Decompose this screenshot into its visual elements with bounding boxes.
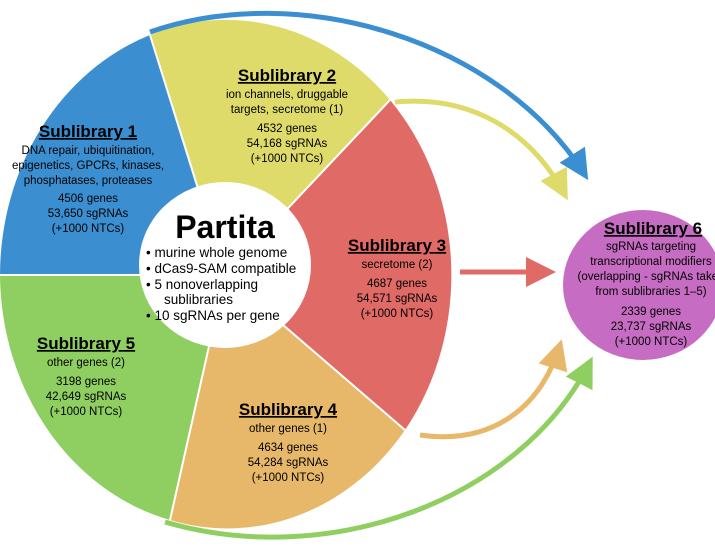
arrow-sublibrary-2-to-6 xyxy=(394,98,568,201)
sublibrary-5-title: Sublibrary 5 xyxy=(37,334,135,353)
sublibrary-6-desc-line: from sublibraries 1–5) xyxy=(595,286,706,298)
arrow-sublibrary-4-to-6 xyxy=(419,339,568,440)
sublibrary-3-ntcs: (+1000 NTCs) xyxy=(361,308,434,320)
center-bullet: • 5 nonoverlapping xyxy=(146,277,258,292)
sublibrary-1-title: Sublibrary 1 xyxy=(39,122,137,141)
sublibrary-4-title: Sublibrary 4 xyxy=(239,400,338,419)
sublibrary-1-desc-line: epigenetics, GPCRs, kinases, xyxy=(12,160,164,172)
center-circle xyxy=(139,182,311,348)
sublibrary-6-sgrnas: 23,737 sgRNAs xyxy=(611,321,692,333)
sublibrary-5-wedge xyxy=(0,275,225,520)
sublibrary-6-desc-line: sgRNAs targeting xyxy=(606,241,696,253)
sublibrary-3-label-group: Sublibrary 3 secretome (2) 4687 genes 54… xyxy=(348,236,446,320)
sublibrary-2-label-group: Sublibrary 2 ion channels, druggable tar… xyxy=(226,66,348,165)
sublibrary-6-desc-line: transcriptional modifiers xyxy=(590,256,712,268)
sublibrary-1-ntcs: (+1000 NTCs) xyxy=(52,223,125,235)
sublibrary-2-desc-line: ion channels, druggable xyxy=(226,89,348,101)
sublibrary-1-sgrnas: 53,650 sgRNAs xyxy=(48,208,129,220)
sublibrary-1-desc-line: phosphatases, proteases xyxy=(24,175,153,187)
sublibrary-6-ntcs: (+1000 NTCs) xyxy=(615,336,688,348)
sublibrary-4-desc-line: other genes (1) xyxy=(249,423,327,435)
sublibrary-6-circle xyxy=(563,210,715,360)
center-label-group: Partita • murine whole genome • dCas9-SA… xyxy=(146,209,296,323)
sublibrary-3-title: Sublibrary 3 xyxy=(348,236,446,255)
sublibrary-4-label-group: Sublibrary 4 other genes (1) 4634 genes … xyxy=(239,400,338,484)
sublibrary-3-sgrnas: 54,571 sgRNAs xyxy=(357,293,438,305)
sublibrary-5-sgrnas: 42,649 sgRNAs xyxy=(46,391,127,403)
sublibrary-3-desc-line: secretome (2) xyxy=(362,259,433,271)
sublibrary-2-sgrnas: 54,168 sgRNAs xyxy=(247,138,328,150)
sublibrary-1-genes: 4506 genes xyxy=(58,193,118,205)
sublibrary-6-desc-line: (overlapping - sgRNAs taken xyxy=(577,271,715,283)
sublibrary-6-label-group: Sublibrary 6 sgRNAs targeting transcript… xyxy=(577,219,715,348)
sublibrary-1-desc-line: DNA repair, ubiquitination, xyxy=(22,145,155,157)
sublibrary-6-title: Sublibrary 6 xyxy=(604,219,702,238)
sublibrary-3-wedge xyxy=(225,100,452,430)
sublibrary-5-label-group: Sublibrary 5 other genes (2) 3198 genes … xyxy=(37,334,135,418)
sublibrary-2-genes: 4532 genes xyxy=(257,123,317,135)
sublibrary-1-label-group: Sublibrary 1 DNA repair, ubiquitination,… xyxy=(12,122,164,235)
sublibrary-3-genes: 4687 genes xyxy=(367,278,427,290)
sublibrary-4-ntcs: (+1000 NTCs) xyxy=(252,472,325,484)
sublibrary-2-title: Sublibrary 2 xyxy=(238,66,336,85)
arrow-sublibrary-5-to-6 xyxy=(164,356,593,540)
sublibrary-5-genes: 3198 genes xyxy=(56,376,116,388)
center-bullet: sublibraries xyxy=(164,292,233,307)
sublibrary-5-ntcs: (+1000 NTCs) xyxy=(50,406,123,418)
sublibrary-4-genes: 4634 genes xyxy=(258,442,318,454)
sublibrary-2-ntcs: (+1000 NTCs) xyxy=(251,153,324,165)
center-bullet: • murine whole genome xyxy=(146,245,287,260)
center-title: Partita xyxy=(175,209,275,245)
sublibrary-6-genes: 2339 genes xyxy=(621,306,681,318)
center-bullet: • 10 sgRNAs per gene xyxy=(146,308,280,323)
arrow-sublibrary-1-to-6 xyxy=(149,11,589,181)
sublibrary-4-sgrnas: 54,284 sgRNAs xyxy=(248,457,329,469)
sublibrary-2-desc-line: targets, secretome (1) xyxy=(231,104,344,116)
center-bullet: • dCas9-SAM compatible xyxy=(146,261,296,276)
sublibrary-5-desc-line: other genes (2) xyxy=(47,357,125,369)
